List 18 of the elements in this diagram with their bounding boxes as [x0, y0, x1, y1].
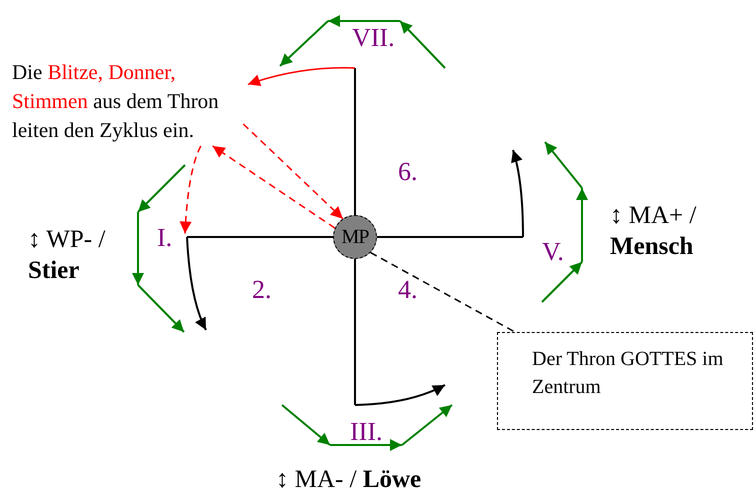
section-numeral: I.	[157, 222, 172, 254]
diagram-label: 2.	[252, 274, 272, 306]
diagram-label: ↕ WP- / Stier	[28, 225, 106, 286]
diagram-label: V.	[542, 236, 564, 268]
arrow	[248, 67, 356, 86]
diagram-label: VII.	[352, 22, 395, 54]
diagram-label: ↕ MA+ / Mensch	[610, 201, 698, 262]
diagram-label: 6.	[398, 156, 418, 188]
diagram-label: ↕ MA- / Löwe	[276, 465, 422, 495]
arrow	[242, 123, 344, 220]
diagram-label: III.	[350, 416, 382, 448]
center-circle: MP	[333, 215, 377, 259]
callout-box	[497, 332, 753, 430]
annotation-text: Die Blitze, Donner, Stimmen aus dem Thron leiten den Zyklus ein.	[12, 58, 248, 146]
diagram-label: 4.	[398, 274, 418, 306]
callout-text: Der Thron GOTTES im Zentrum	[532, 347, 724, 400]
arrow	[212, 145, 336, 229]
arrow	[180, 146, 202, 234]
